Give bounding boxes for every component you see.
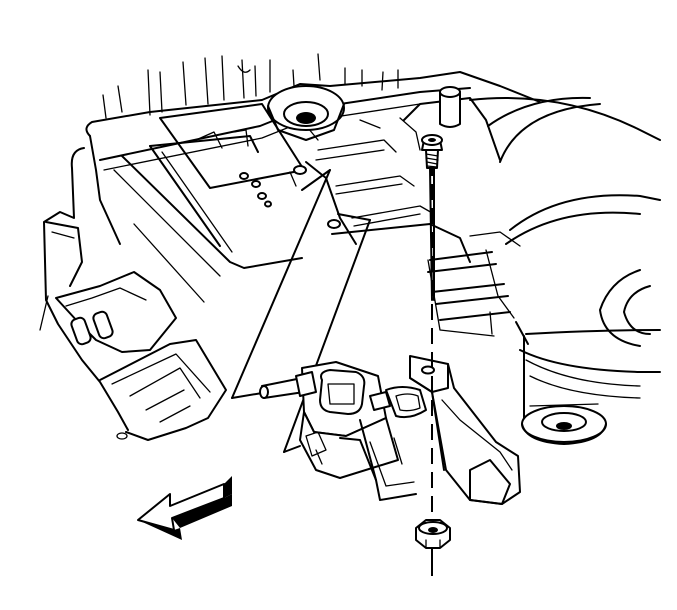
canister-bracket <box>339 355 521 505</box>
upper-bolt <box>421 134 443 301</box>
spare-tire <box>469 96 661 445</box>
front-direction-arrow <box>137 476 232 540</box>
evap-canister <box>231 169 427 479</box>
lower-nut <box>415 519 451 549</box>
vehicle-underbody-frame <box>39 53 541 441</box>
